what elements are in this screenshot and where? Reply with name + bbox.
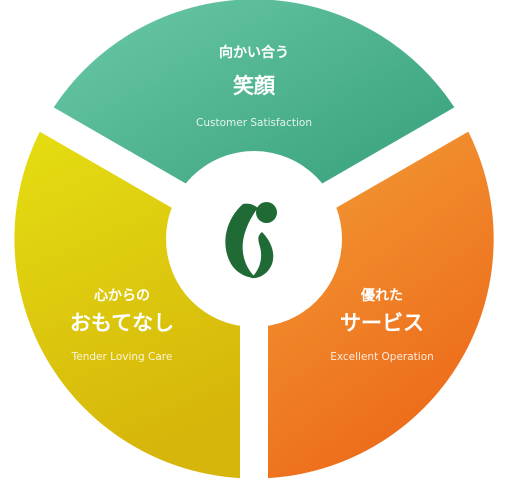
label-tender-loving-care-big: おもてなし: [70, 311, 174, 335]
logo-mark-icon: [225, 202, 277, 279]
logo-dot: [256, 202, 277, 223]
label-customer-satisfaction-english: Customer Satisfaction: [196, 117, 312, 129]
logo-leaf-left: [225, 203, 258, 278]
label-customer-satisfaction-big: 笑顔: [233, 74, 276, 98]
label-tender-loving-care-small: 心からの: [94, 288, 150, 304]
label-excellent-operation-small: 優れた: [360, 287, 403, 304]
label-customer-satisfaction-small: 向かい合う: [219, 44, 289, 61]
center-circle: [166, 151, 342, 327]
label-excellent-operation-big: サービス: [340, 311, 424, 335]
label-excellent-operation-english: Excellent Operation: [330, 351, 434, 363]
label-tender-loving-care-english: Tender Loving Care: [71, 351, 173, 363]
logo-leaf-right: [251, 232, 274, 279]
